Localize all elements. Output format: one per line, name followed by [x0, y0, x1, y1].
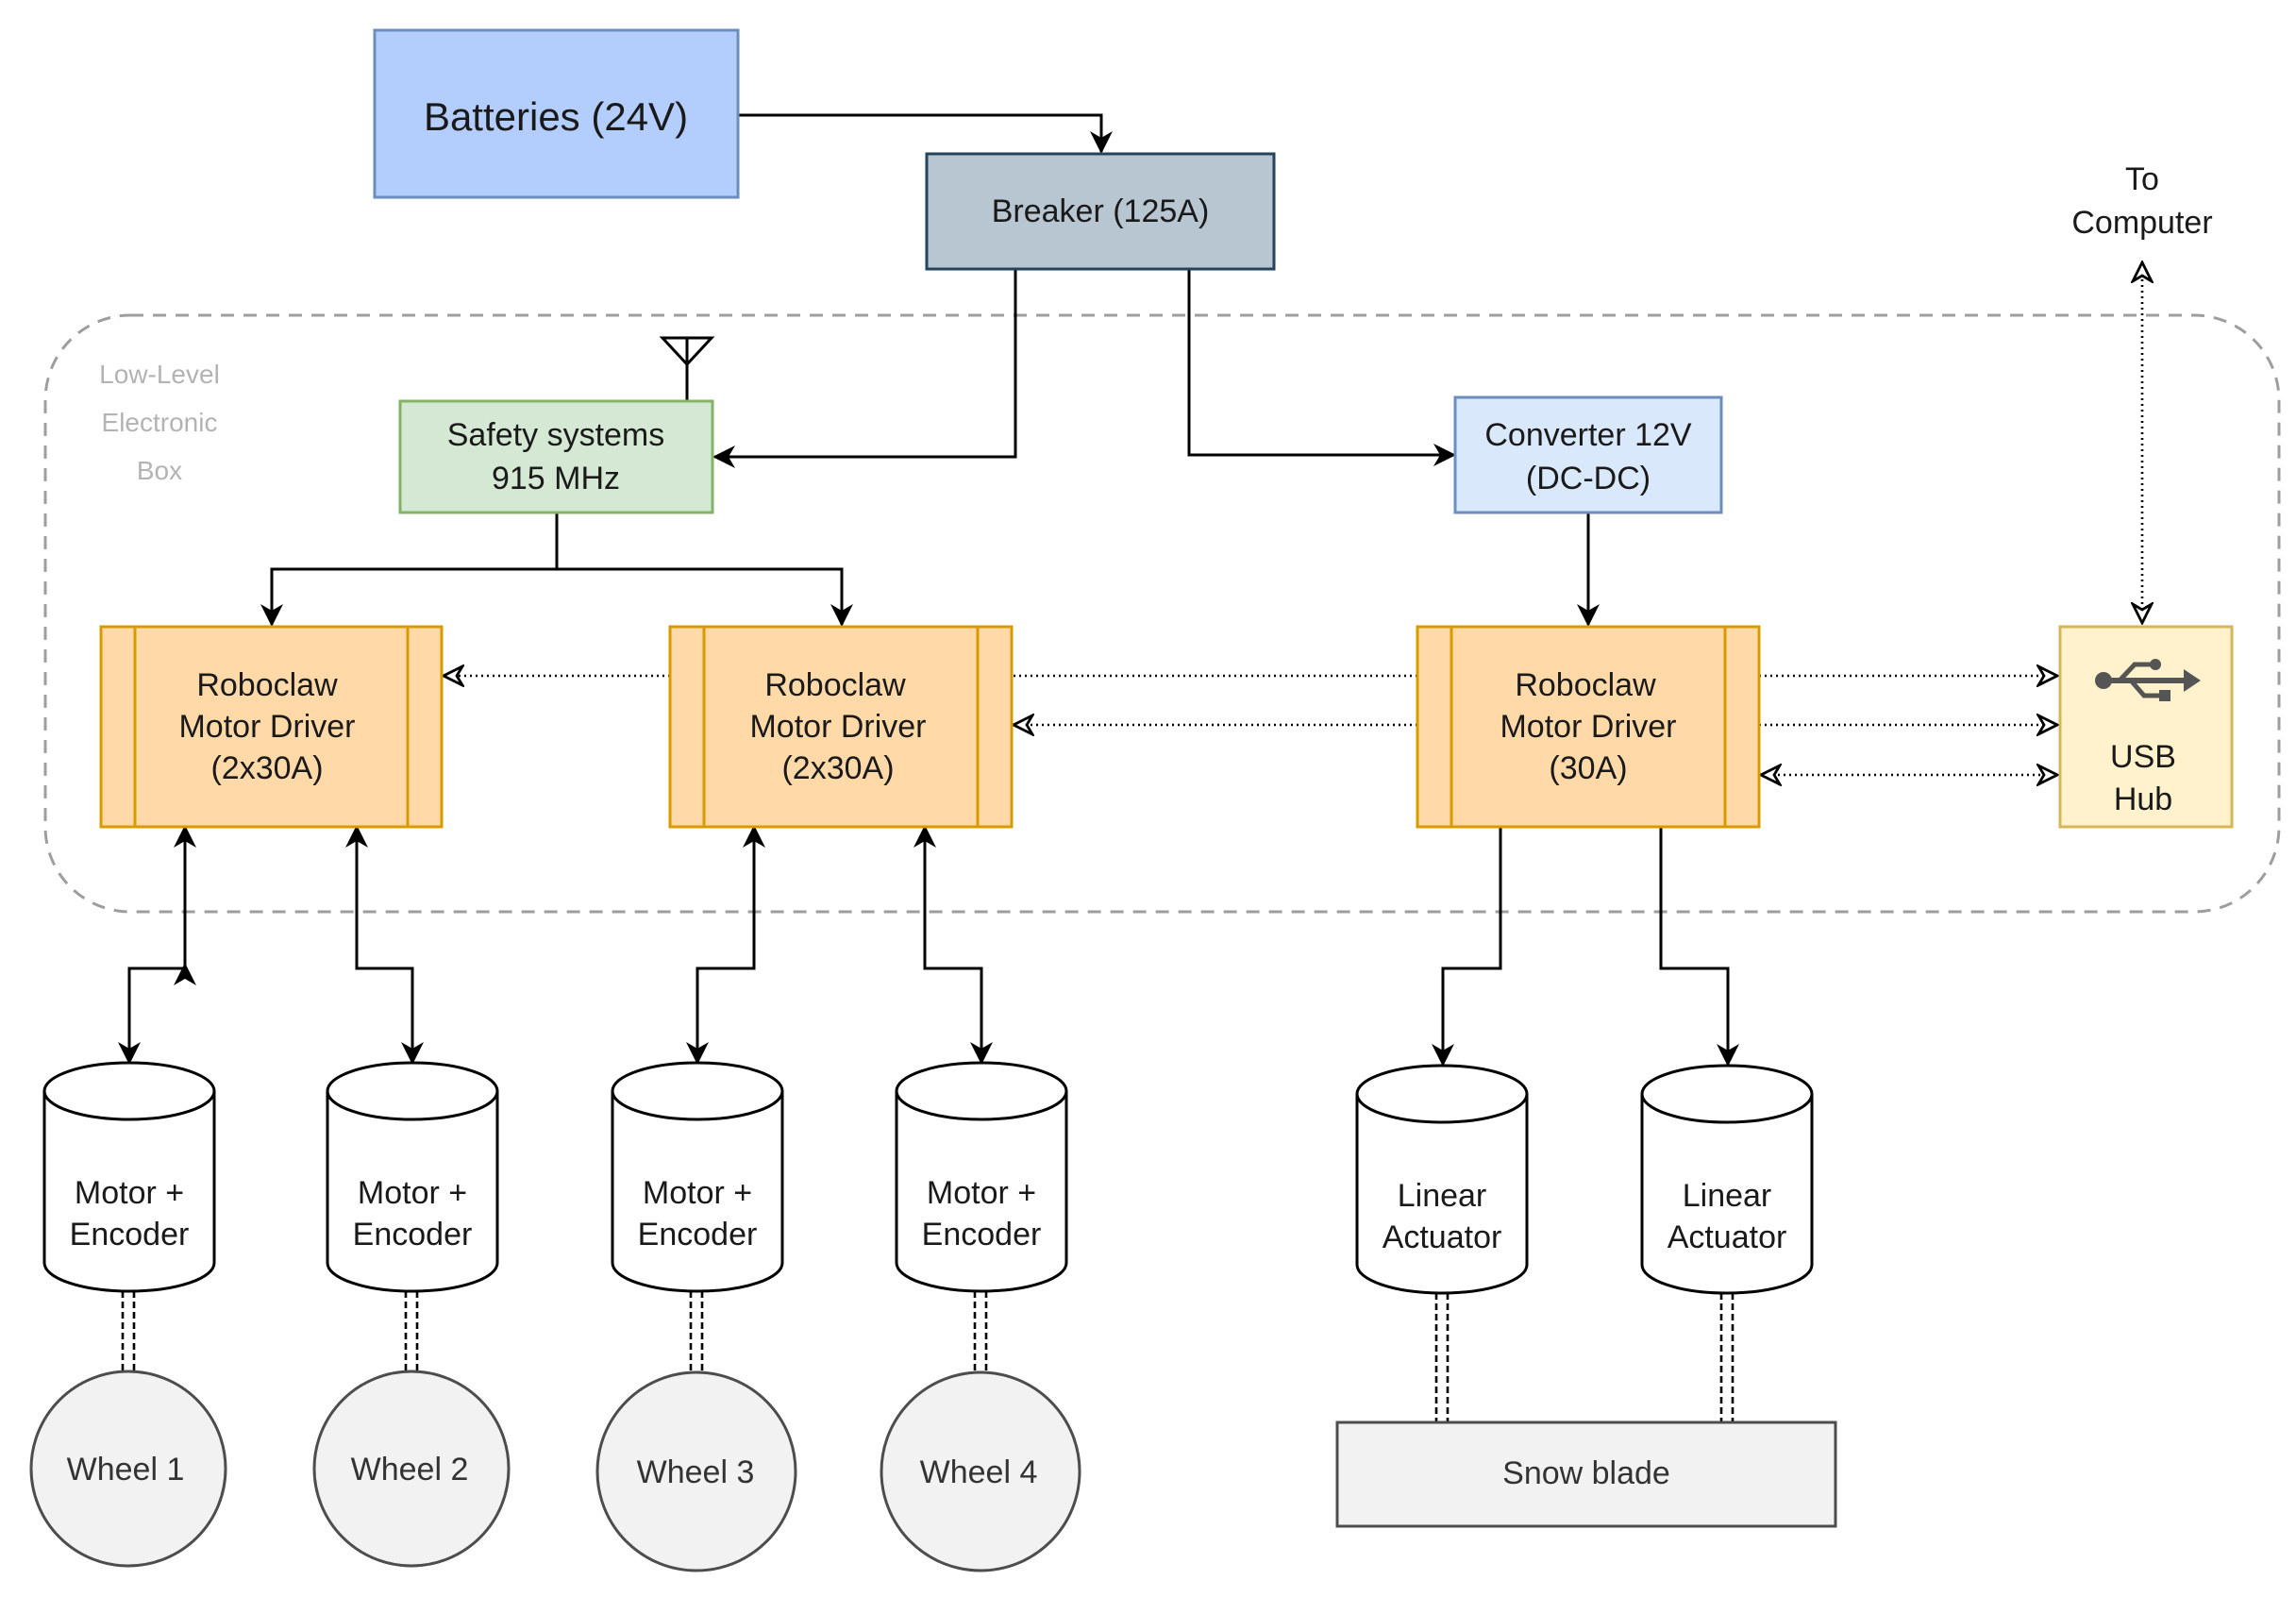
- motor-encoder-2: Motor + Encoder: [326, 1061, 499, 1293]
- driver-1-line-3: (2x30A): [210, 750, 323, 786]
- motor-encoder-3: Motor + Encoder: [611, 1061, 784, 1293]
- enclosure-label-line-2: Electronic: [102, 408, 218, 437]
- enclosure-label-line-3: Box: [137, 456, 182, 485]
- actuator-2-line-1: Linear: [1683, 1178, 1772, 1214]
- wheel-1-label: Wheel 1: [67, 1452, 185, 1488]
- to-computer-line-1: To: [2125, 161, 2159, 197]
- driver-3-line-3: (30A): [1549, 750, 1627, 786]
- coupling-motor1-wheel1: [121, 1291, 136, 1370]
- breaker-box: Breaker (125A): [925, 152, 1276, 271]
- wire-safety-to-driver-1: [260, 513, 559, 627]
- driver-3-line-2: Motor Driver: [1500, 709, 1676, 745]
- actuator-2-line-2: Actuator: [1668, 1219, 1787, 1255]
- usb-hub-box: USB Hub: [2058, 625, 2234, 829]
- converter-label-line-2: (DC-DC): [1526, 461, 1651, 496]
- driver-3-line-1: Roboclaw: [1515, 667, 1656, 703]
- motor-1-line-2: Encoder: [70, 1217, 190, 1252]
- motor-encoder-4: Motor + Encoder: [895, 1061, 1068, 1293]
- safety-label-line-2: 915 MHz: [492, 461, 620, 496]
- wire-driver3-actuator1: [1432, 827, 1502, 1067]
- wire-safety-to-driver-2: [557, 567, 853, 627]
- snow-blade-label: Snow blade: [1502, 1455, 1670, 1491]
- actuator-1-line-2: Actuator: [1383, 1219, 1502, 1255]
- motor-encoder-1: Motor + Encoder: [42, 1061, 216, 1293]
- wire-driver3-actuator2: [1659, 827, 1739, 1067]
- coupling-actuator2-blade: [1719, 1293, 1735, 1422]
- linear-actuator-2: Linear Actuator: [1640, 1064, 1814, 1295]
- motor-4-line-2: Encoder: [922, 1217, 1042, 1252]
- batteries-label: Batteries (24V): [424, 94, 688, 139]
- converter-label-line-1: Converter 12V: [1484, 417, 1692, 453]
- wheel-3: Wheel 3: [595, 1370, 797, 1572]
- safety-label-line-1: Safety systems: [447, 417, 665, 453]
- motor-2-line-1: Motor +: [358, 1175, 467, 1211]
- wire-breaker-to-safety: [712, 269, 1017, 468]
- converter-box: Converter 12V (DC-DC): [1453, 395, 1723, 514]
- usb-hub-line-2: Hub: [2114, 782, 2172, 817]
- coupling-motor2-wheel2: [404, 1291, 419, 1370]
- motor-1-line-1: Motor +: [75, 1175, 184, 1211]
- motor-4-line-1: Motor +: [927, 1175, 1036, 1211]
- coupling-motor4-wheel4: [973, 1291, 988, 1373]
- driver-2-line-3: (2x30A): [781, 750, 894, 786]
- coupling-motor3-wheel3: [689, 1291, 704, 1373]
- wire-driver2-motor3: [686, 825, 765, 1065]
- wheel-2: Wheel 2: [312, 1370, 511, 1568]
- wire-batteries-to-breaker: [738, 113, 1113, 154]
- driver-1-line-1: Roboclaw: [196, 667, 338, 703]
- motor-3-line-1: Motor +: [643, 1175, 752, 1211]
- linear-actuator-1: Linear Actuator: [1355, 1064, 1529, 1295]
- wire-driver2-motor4: [913, 825, 993, 1065]
- driver-1-line-2: Motor Driver: [178, 709, 355, 745]
- low-level-electronic-box: [43, 313, 2281, 914]
- usb-hub-line-1: USB: [2110, 739, 2176, 775]
- to-computer-line-2: Computer: [2071, 205, 2212, 241]
- wire-driver1-motor1: [118, 963, 196, 1065]
- driver-2-line-2: Motor Driver: [749, 709, 926, 745]
- roboclaw-driver-3: Roboclaw Motor Driver (30A): [1416, 625, 1761, 829]
- roboclaw-driver-1: Roboclaw Motor Driver (2x30A): [99, 625, 444, 829]
- wheel-1: Wheel 1: [29, 1370, 227, 1568]
- batteries-box: Batteries (24V): [373, 28, 740, 199]
- wire-driver1-motor2: [345, 825, 424, 1065]
- motor-2-line-2: Encoder: [353, 1217, 473, 1252]
- wheel-4-label: Wheel 4: [920, 1454, 1038, 1490]
- wheel-2-label: Wheel 2: [351, 1452, 469, 1488]
- antenna-icon: [659, 336, 715, 400]
- usb-icon: [2095, 659, 2201, 701]
- driver-2-line-1: Roboclaw: [764, 667, 906, 703]
- wheel-4: Wheel 4: [880, 1370, 1081, 1572]
- enclosure-label-line-1: Low-Level: [99, 360, 220, 389]
- breaker-label: Breaker (125A): [992, 193, 1210, 229]
- motor-3-line-2: Encoder: [638, 1217, 758, 1252]
- snow-blade-box: Snow blade: [1335, 1420, 1837, 1528]
- wheel-3-label: Wheel 3: [637, 1454, 755, 1490]
- safety-systems-box: Safety systems 915 MHz: [398, 399, 714, 514]
- actuator-1-line-1: Linear: [1398, 1178, 1487, 1214]
- coupling-actuator1-blade: [1434, 1293, 1450, 1422]
- roboclaw-driver-2: Roboclaw Motor Driver (2x30A): [668, 625, 1014, 829]
- wire-breaker-to-converter: [1187, 269, 1456, 466]
